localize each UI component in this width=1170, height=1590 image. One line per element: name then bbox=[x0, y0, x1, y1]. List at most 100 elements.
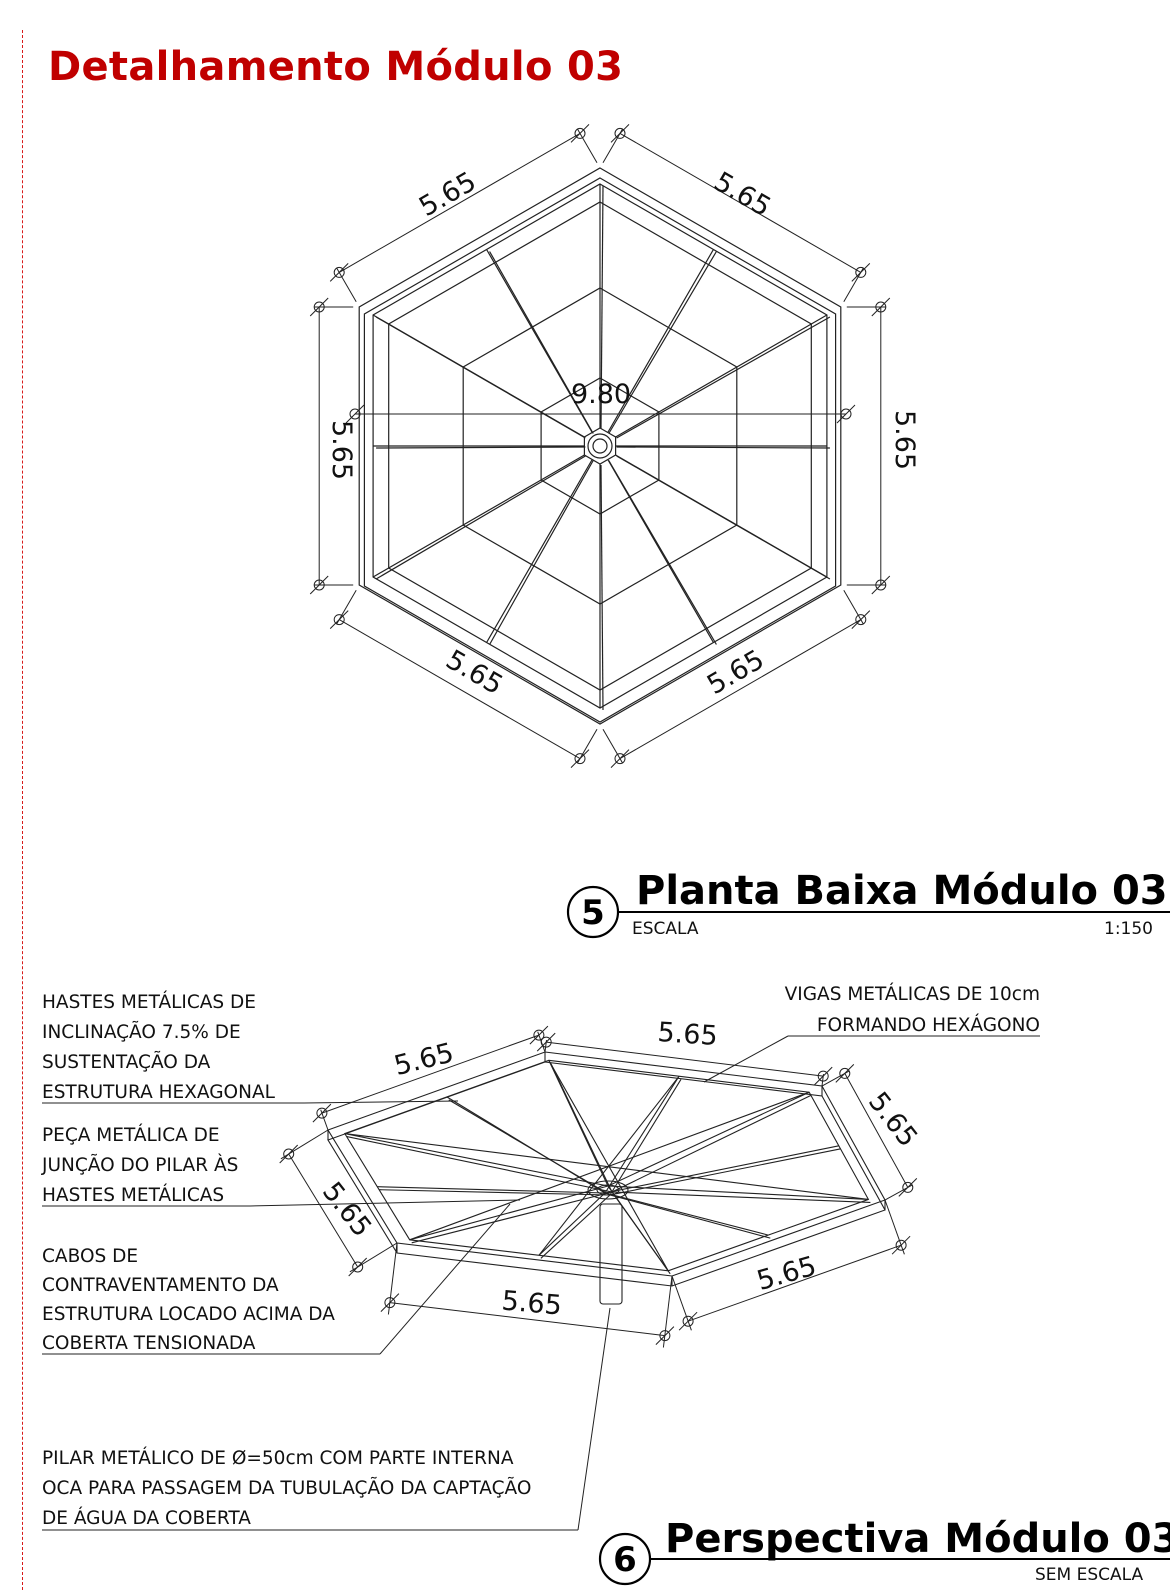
persp-dim-line bbox=[546, 1041, 824, 1077]
persp-dim-line bbox=[288, 1153, 359, 1268]
persp-strut bbox=[409, 1185, 609, 1241]
plan-hub bbox=[592, 438, 608, 454]
leader-cabos bbox=[379, 1203, 511, 1355]
persp-strut bbox=[548, 1060, 609, 1187]
dimension-tick bbox=[570, 749, 590, 768]
note-hastes-line: HASTES METÁLICAS DE bbox=[42, 991, 256, 1013]
dimension-tick bbox=[536, 1032, 556, 1052]
plan-dim-top-left: 5.65 bbox=[414, 166, 482, 223]
plan-dimension-line bbox=[338, 619, 581, 760]
plan-radial-beam bbox=[486, 459, 593, 643]
dimension-tick bbox=[329, 263, 349, 282]
plan-dim-bottom-left: 5.65 bbox=[440, 644, 508, 701]
persp-strut bbox=[540, 1194, 611, 1259]
dimension-marker bbox=[316, 1107, 328, 1119]
dimension-marker bbox=[352, 1261, 364, 1273]
dimension-marker bbox=[895, 1239, 907, 1251]
plan-dim-top-right: 5.65 bbox=[708, 166, 776, 223]
persp-extension-line bbox=[671, 1275, 692, 1331]
leader-peca bbox=[249, 1199, 521, 1207]
note-hastes: HASTES METÁLICAS DE INCLINAÇÃO 7.5% DE S… bbox=[42, 991, 276, 1103]
plan-hexagon-ring bbox=[358, 167, 842, 725]
persp-dim-bottom: 5.65 bbox=[500, 1285, 563, 1321]
dimension-tick bbox=[871, 297, 891, 317]
dimension-tick bbox=[678, 1311, 698, 1331]
note-pilar-line: DE ÁGUA DA COBERTA bbox=[42, 1507, 251, 1529]
persp-strut bbox=[611, 1191, 871, 1203]
dimension-marker bbox=[574, 753, 586, 765]
dimension-tick bbox=[329, 610, 349, 629]
plan-radial-beam bbox=[616, 316, 831, 439]
dimension-tick bbox=[312, 1103, 332, 1123]
dimension-marker bbox=[574, 127, 586, 139]
note-cabos-line: CONTRAVENTAMENTO DA bbox=[42, 1275, 279, 1296]
dimension-tick bbox=[851, 610, 871, 629]
persp-dim-line bbox=[389, 1302, 665, 1337]
sheet-border-line bbox=[22, 30, 23, 1590]
persp-view-number: 6 bbox=[613, 1540, 637, 1580]
persp-dim-top-left: 5.65 bbox=[391, 1037, 457, 1082]
plan-extension-line bbox=[336, 267, 357, 303]
dimension-marker bbox=[855, 614, 867, 626]
dimension-tick bbox=[610, 749, 630, 768]
dimension-tick bbox=[813, 1066, 833, 1086]
plan-scale-label: ESCALA bbox=[632, 919, 699, 939]
plan-radial-beam bbox=[607, 249, 714, 433]
persp-strut bbox=[604, 1192, 769, 1236]
plan-dimension-lines bbox=[309, 124, 891, 768]
plan-radial-beam bbox=[375, 455, 586, 580]
persp-strut bbox=[609, 1079, 682, 1196]
dimension-marker bbox=[817, 1070, 829, 1082]
dimension-marker bbox=[902, 1181, 914, 1193]
plan-radial-beam bbox=[600, 464, 604, 711]
dimension-marker bbox=[384, 1297, 396, 1309]
persp-strut bbox=[550, 1063, 613, 1193]
dimension-marker bbox=[333, 266, 345, 278]
plan-dim-left: 5.65 bbox=[326, 420, 357, 480]
note-vigas-line: VIGAS METÁLICAS DE 10cm bbox=[785, 983, 1040, 1005]
plan-radial-beam bbox=[489, 460, 594, 645]
plan-dim-bottom-right: 5.65 bbox=[702, 644, 770, 701]
dimension-tick bbox=[570, 124, 590, 143]
persp-hub bbox=[587, 1180, 629, 1200]
plan-hexagon-ring bbox=[583, 427, 617, 465]
plan-dim-right: 5.65 bbox=[889, 410, 920, 470]
note-peca: PEÇA METÁLICA DE JUNÇÃO DO PILAR ÀS HAST… bbox=[41, 1124, 238, 1206]
persp-strut bbox=[538, 1192, 606, 1256]
note-peca-line: HASTES METÁLICAS bbox=[42, 1184, 224, 1206]
dimension-marker bbox=[333, 614, 345, 626]
persp-strut bbox=[611, 1094, 812, 1193]
note-cabos-line: COBERTA TENSIONADA bbox=[42, 1333, 256, 1354]
plan-dimension-line bbox=[338, 132, 581, 273]
note-cabos-line: ESTRUTURA LOCADO ACIMA DA bbox=[42, 1304, 335, 1325]
dimension-marker bbox=[875, 301, 887, 313]
dimension-marker bbox=[349, 408, 361, 420]
plan-radial-beam bbox=[616, 455, 831, 580]
dimension-tick bbox=[610, 124, 630, 143]
leader-vigas bbox=[703, 1035, 789, 1083]
persp-strut bbox=[346, 1136, 613, 1193]
persp-scale-label: SEM ESCALA bbox=[1035, 1565, 1143, 1585]
dimension-marker bbox=[839, 1067, 851, 1079]
persp-strut bbox=[411, 1191, 613, 1244]
dimension-tick bbox=[835, 1064, 855, 1083]
plan-radial-beam bbox=[372, 454, 585, 578]
persp-dim-top-right: 5.65 bbox=[657, 1017, 719, 1052]
persp-dim-bottom-right: 5.65 bbox=[753, 1251, 819, 1297]
persp-view-title: Perspectiva Módulo 03 bbox=[665, 1516, 1170, 1562]
perspective-dimension-lines bbox=[279, 1025, 918, 1348]
plan-radial-beam bbox=[608, 460, 717, 645]
persp-strut bbox=[379, 1189, 611, 1196]
dimension-marker bbox=[659, 1330, 671, 1342]
note-pilar: PILAR METÁLICO DE Ø=50cm COM PARTE INTER… bbox=[42, 1447, 531, 1529]
persp-strut bbox=[611, 1191, 671, 1275]
leader-pilar bbox=[577, 1307, 611, 1531]
dimension-marker bbox=[840, 408, 852, 420]
leader-hastes bbox=[303, 1100, 459, 1104]
dimension-marker bbox=[313, 579, 325, 591]
page-title: Detalhamento Módulo 03 bbox=[48, 44, 624, 90]
plan-dim-width: 9.80 bbox=[571, 379, 631, 410]
plan-radial-beam bbox=[616, 446, 830, 449]
note-pilar-line: OCA PARA PASSAGEM DA TUBULAÇÃO DA CAPTAÇ… bbox=[42, 1477, 531, 1499]
